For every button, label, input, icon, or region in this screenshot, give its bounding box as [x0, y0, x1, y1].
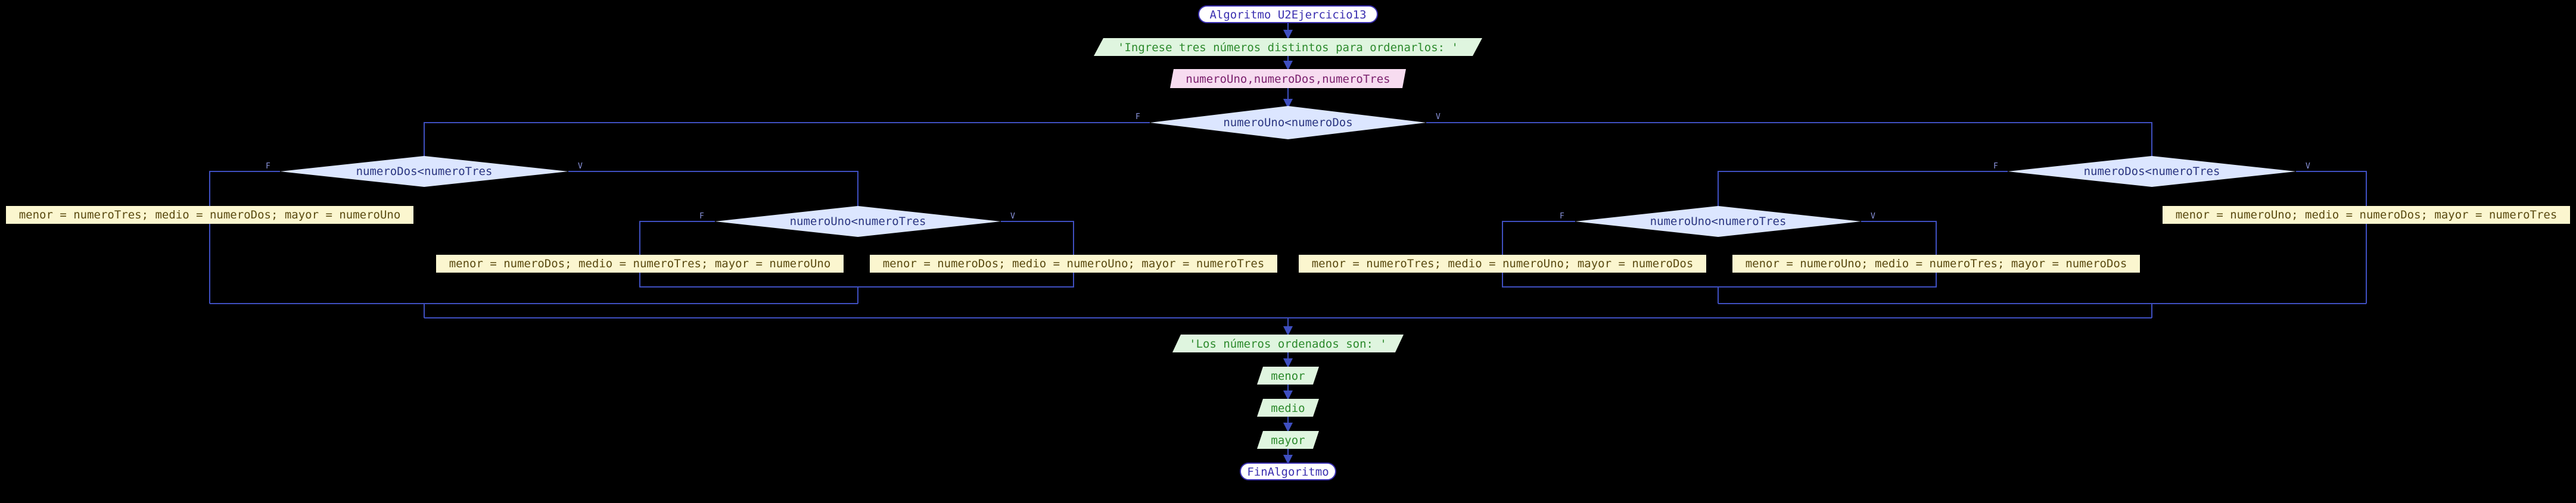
process-assign-6[interactable]: menor = numeroUno; medio = numeroDos; ma… — [2163, 206, 2570, 224]
true-tag-right: V — [2306, 162, 2310, 171]
decision-right-inner-shape — [1575, 206, 1861, 237]
false-tag-left-inner: F — [699, 212, 704, 221]
decision-left-inner-shape — [715, 206, 1001, 237]
process-assign-1-label: menor = numeroTres; medio = numeroDos; m… — [19, 208, 401, 221]
true-tag-left-inner: V — [1010, 212, 1015, 221]
output-menor-label: menor — [1271, 370, 1305, 383]
process-assign-2-label: menor = numeroDos; medio = numeroTres; m… — [449, 257, 831, 270]
branch-false-right-inner — [1502, 221, 1575, 255]
decision-right-inner-label: numeroUno<numeroTres — [1650, 215, 1787, 228]
decision-main-shape — [1150, 106, 1426, 139]
connectors — [209, 23, 2367, 464]
true-tag-right-inner: V — [1871, 212, 1875, 221]
decision-left[interactable]: numeroDos<numeroTres — [280, 156, 568, 187]
start-label: Algoritmo U2Ejercicio13 — [1209, 8, 1366, 21]
read-input-label: numeroUno,numeroDos,numeroTres — [1186, 73, 1390, 86]
decision-left-inner[interactable]: numeroUno<numeroTres — [715, 206, 1001, 237]
branch-false-left — [209, 171, 280, 206]
decision-left-label: numeroDos<numeroTres — [356, 165, 493, 178]
false-tag-right: F — [1993, 162, 1998, 171]
decision-right-shape — [2008, 156, 2296, 187]
process-assign-3-label: menor = numeroDos; medio = numeroUno; ma… — [883, 257, 1265, 270]
process-assign-6-shape — [2163, 206, 2570, 224]
process-assign-5[interactable]: menor = numeroUno; medio = numeroTres; m… — [1732, 255, 2140, 273]
output-mayor-node[interactable]: mayor — [1257, 431, 1319, 449]
decision-main-label: numeroUno<numeroDos — [1223, 116, 1352, 129]
process-assign-3-shape — [870, 255, 1277, 273]
decision-right-label: numeroDos<numeroTres — [2084, 165, 2220, 178]
prompt-output-node[interactable]: 'Ingrese tres números distintos para ord… — [1094, 38, 1482, 56]
read-input-shape — [1170, 69, 1406, 88]
branch-true-right — [2296, 171, 2367, 206]
decision-main[interactable]: numeroUno<numeroDos — [1150, 106, 1426, 139]
false-tag-left: F — [266, 162, 270, 171]
false-tag-right-inner: F — [1560, 212, 1564, 221]
branch-true-left-inner — [1001, 221, 1074, 255]
process-assign-2[interactable]: menor = numeroDos; medio = numeroTres; m… — [436, 255, 844, 273]
process-assign-1[interactable]: menor = numeroTres; medio = numeroDos; m… — [6, 206, 413, 224]
output-medio-shape — [1257, 399, 1319, 417]
prompt-output-label: 'Ingrese tres números distintos para ord… — [1118, 41, 1458, 54]
result-output-shape — [1172, 335, 1404, 352]
process-assign-4-shape — [1299, 255, 1706, 273]
process-assign-5-label: menor = numeroUno; medio = numeroTres; m… — [1746, 257, 2127, 270]
start-shape — [1198, 5, 1378, 23]
output-medio-label: medio — [1271, 402, 1305, 415]
process-assign-4[interactable]: menor = numeroTres; medio = numeroUno; m… — [1299, 255, 1706, 273]
decision-left-inner-label: numeroUno<numeroTres — [790, 215, 926, 228]
start-node[interactable]: Algoritmo U2Ejercicio13 — [1198, 5, 1378, 23]
merge-right-inner — [1502, 273, 1937, 288]
output-medio-node[interactable]: medio — [1257, 399, 1319, 417]
result-output-node[interactable]: 'Los números ordenados son: ' — [1172, 335, 1404, 352]
end-node[interactable]: FinAlgoritmo — [1240, 463, 1336, 480]
process-assign-5-shape — [1732, 255, 2140, 273]
prompt-output-shape — [1094, 38, 1482, 56]
output-mayor-label: mayor — [1271, 434, 1305, 447]
branch-true-right-inner — [1861, 221, 1937, 255]
decision-right-inner[interactable]: numeroUno<numeroTres — [1575, 206, 1861, 237]
process-assign-3[interactable]: menor = numeroDos; medio = numeroUno; ma… — [870, 255, 1277, 273]
process-assign-6-label: menor = numeroUno; medio = numeroDos; ma… — [2176, 208, 2558, 221]
merge-left-inner — [639, 273, 1074, 288]
branch-false-left-inner — [639, 221, 715, 255]
result-output-label: 'Los números ordenados son: ' — [1189, 338, 1387, 351]
decision-right[interactable]: numeroDos<numeroTres — [2008, 156, 2296, 187]
branch-true-main — [1426, 122, 2152, 170]
branch-false-right — [1718, 171, 2008, 221]
process-assign-1-shape — [6, 206, 413, 224]
branch-false-main — [424, 122, 1150, 170]
branch-true-left — [568, 171, 858, 221]
output-mayor-shape — [1257, 431, 1319, 449]
process-assign-4-label: menor = numeroTres; medio = numeroUno; m… — [1312, 257, 1694, 270]
end-shape — [1240, 463, 1336, 480]
output-menor-node[interactable]: menor — [1257, 367, 1319, 385]
read-input-node[interactable]: numeroUno,numeroDos,numeroTres — [1170, 69, 1406, 88]
true-tag-left: V — [578, 162, 583, 171]
process-assign-2-shape — [436, 255, 844, 273]
false-tag-main: F — [1135, 113, 1140, 121]
output-menor-shape — [1257, 367, 1319, 385]
true-tag-main: V — [1436, 113, 1441, 121]
decision-left-shape — [280, 156, 568, 187]
end-label: FinAlgoritmo — [1247, 465, 1329, 479]
